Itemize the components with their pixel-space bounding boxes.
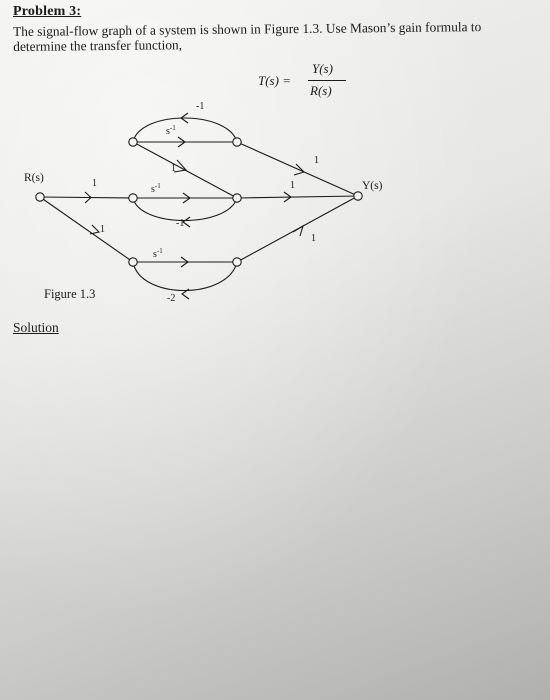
signal-flow-graph: R(s) Y(s) 1 1 s-1 -1 1 1 s-1 1 -1 s-1 -2… [24, 101, 383, 304]
gain-top-feedback: -1 [196, 101, 204, 112]
input-label: R(s) [24, 172, 44, 184]
gain-r-to-mid: 1 [92, 178, 97, 189]
output-label: Y(s) [362, 180, 383, 192]
equation-numerator: Y(s) [312, 61, 333, 76]
gain-bottom-feedback: -2 [167, 293, 175, 304]
node-bottom-left [128, 257, 138, 267]
arrow-bottom-forward [180, 256, 189, 268]
branch-bottom-feedback [132, 261, 238, 291]
node-input [35, 192, 45, 202]
arrow-mid-to-output [283, 191, 292, 203]
node-mid-left [128, 193, 138, 203]
gain-mid-forward: s-1 [151, 182, 161, 195]
branch-r-to-bottom [39, 196, 134, 263]
branch-top-to-output [236, 141, 359, 197]
arrow-bottom-to-output [292, 224, 304, 237]
gain-mid-to-output: 1 [290, 180, 295, 191]
arrow-top-forward [177, 136, 186, 148]
gain-top-forward: s-1 [166, 124, 176, 137]
branch-r-to-mid [39, 196, 134, 199]
equation-lhs: T(s) = [258, 73, 291, 88]
problem-heading: Problem 3: [13, 4, 82, 19]
arrow-top-feedback [180, 112, 189, 124]
node-mid-right [232, 193, 242, 203]
arrow-top-to-output [293, 163, 306, 176]
node-top-left [128, 137, 138, 147]
branch-top-feedback [132, 117, 238, 143]
arrow-bottom-feedback [181, 288, 190, 300]
arrow-r-to-bottom [89, 224, 101, 235]
figure-caption: Figure 1.3 [44, 287, 96, 301]
node-top-right [232, 137, 242, 147]
solution-label: Solution [13, 320, 59, 335]
gain-top-to-output: 1 [314, 155, 319, 166]
arrow-diag [173, 159, 188, 173]
arrow-r-to-mid [84, 191, 92, 204]
branch-mid-to-output [236, 195, 359, 199]
node-output [353, 191, 363, 201]
gain-mid-feedback: -1 [176, 218, 184, 229]
gain-bottom-forward: s-1 [153, 247, 163, 260]
gain-diag-top-to-mid: 1 [171, 163, 176, 174]
gain-bottom-to-output: 1 [311, 233, 316, 244]
arrow-mid-feedback [182, 216, 191, 228]
branch-mid-feedback [132, 197, 238, 221]
equation-denominator: R(s) [310, 83, 332, 98]
node-bottom-right [232, 257, 242, 267]
fraction-bar [308, 80, 346, 81]
arrow-mid-forward [182, 192, 191, 204]
gain-r-to-bottom: 1 [100, 224, 105, 235]
